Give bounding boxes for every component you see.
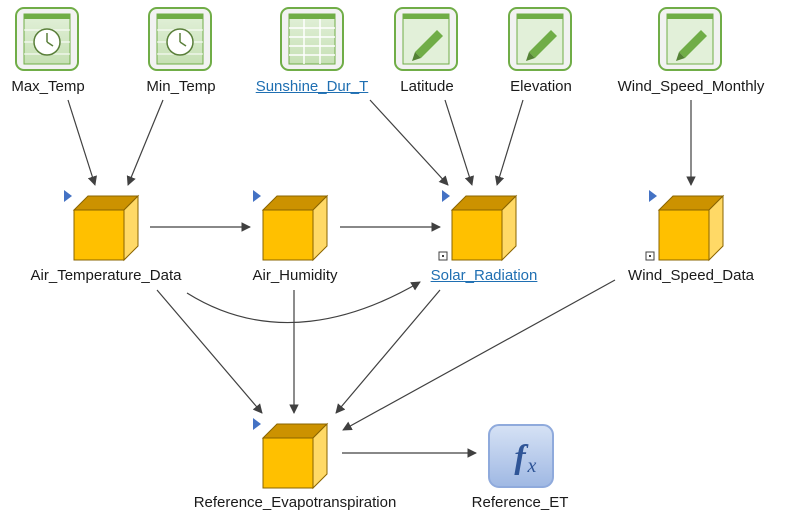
sunshine-link[interactable]: Sunshine_Dur_T (255, 78, 369, 95)
edge-wind-data-to-ref-evap (342, 279, 616, 431)
svg-text:x: x (527, 455, 537, 477)
solar-radiation-link[interactable]: Solar_Radiation (430, 267, 538, 284)
max-temp-label: Max_Temp (11, 78, 85, 95)
elevation-label: Elevation (510, 78, 572, 95)
elevation-pencil-sheet-icon[interactable] (508, 7, 572, 71)
max-temp-clock-sheet-icon[interactable] (15, 7, 79, 71)
min-temp-label: Min_Temp (146, 78, 216, 95)
wind-speed-data-cube-icon[interactable] (657, 194, 725, 262)
air-temperature-label: Air_Temperature_Data (30, 267, 182, 284)
edge-max-temp-to-air-temp (67, 99, 97, 186)
reference-evapotranspiration-label: Reference_Evapotranspiration (193, 494, 397, 511)
reference-et-label: Reference_ET (471, 494, 569, 511)
wind-speed-monthly-label: Wind_Speed_Monthly (617, 78, 765, 95)
edge-elevation-to-solar (494, 99, 524, 186)
edge-air-temp-to-ref-evap (156, 289, 263, 414)
solar-radiation-expand-icon[interactable] (438, 251, 448, 261)
solar-radiation-cube-icon[interactable] (450, 194, 518, 262)
wind-speed-data-run-marker-icon[interactable] (649, 190, 657, 202)
latitude-pencil-sheet-icon[interactable] (394, 7, 458, 71)
air-temperature-cube-icon[interactable] (72, 194, 140, 262)
air-humidity-cube-icon[interactable] (261, 194, 329, 262)
min-temp-clock-sheet-icon[interactable] (148, 7, 212, 71)
air-humidity-label: Air_Humidity (252, 267, 338, 284)
wind-speed-data-label: Wind_Speed_Data (628, 267, 754, 284)
edge-air-temp-to-solar (186, 281, 421, 324)
reference-et-function-icon[interactable]: f x (488, 424, 554, 488)
wind-speed-data-expand-icon[interactable] (645, 251, 655, 261)
edges (67, 99, 696, 458)
latitude-label: Latitude (400, 78, 454, 95)
edge-solar-to-ref-evap (335, 289, 441, 414)
solar-radiation-run-marker-icon[interactable] (442, 190, 450, 202)
reference-evapotranspiration-cube-icon[interactable] (261, 422, 329, 490)
edge-latitude-to-solar (444, 99, 474, 186)
edge-sunshine-to-solar (369, 99, 449, 186)
wind-monthly-pencil-sheet-icon[interactable] (658, 7, 722, 71)
reference-evapotranspiration-run-marker-icon[interactable] (253, 418, 261, 430)
svg-text:f: f (514, 439, 529, 476)
air-temperature-run-marker-icon[interactable] (64, 190, 72, 202)
edge-min-temp-to-air-temp (126, 99, 164, 186)
sunshine-table-sheet-icon[interactable] (280, 7, 344, 71)
air-humidity-run-marker-icon[interactable] (253, 190, 261, 202)
